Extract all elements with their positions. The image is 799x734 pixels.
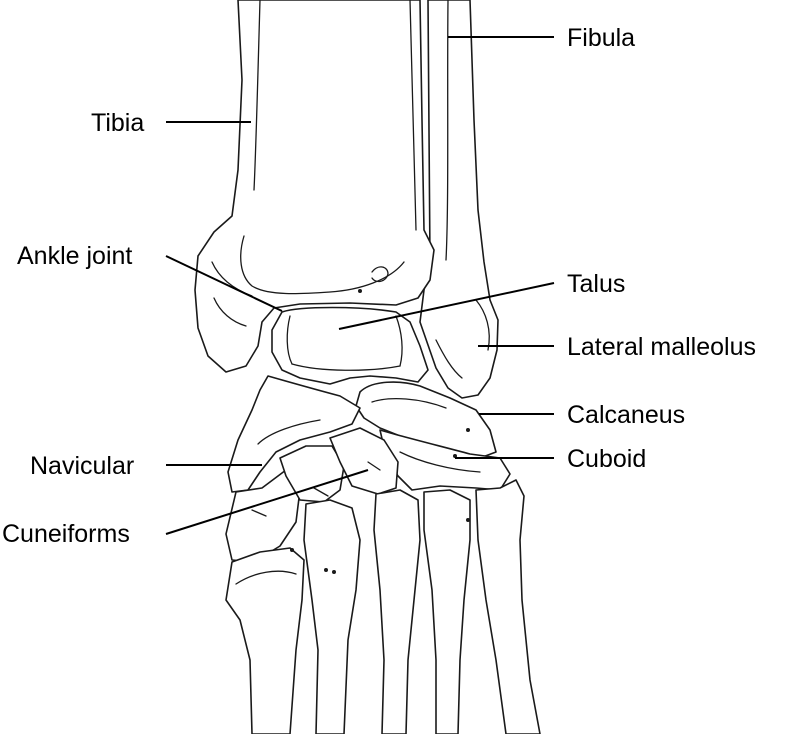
cuboid-bone <box>379 429 511 491</box>
metatarsal-2-dot-a <box>324 568 328 572</box>
talus-leader <box>338 282 555 330</box>
cuneiform-mark-1 <box>251 509 267 517</box>
metatarsal-5-dot <box>466 518 470 522</box>
metatarsal-1-dot <box>290 548 294 552</box>
metatarsal-5 <box>475 479 541 734</box>
metatarsal-3 <box>373 489 421 734</box>
cuneiforms-leader <box>165 469 369 535</box>
label-fibula: Fibula <box>567 24 635 52</box>
navicular-bone <box>227 375 361 493</box>
cuneiform-intermediate <box>279 445 345 503</box>
cuneiform-mark-2 <box>313 487 329 497</box>
metatarsal-2 <box>303 499 361 734</box>
tibia-foramen-dot <box>358 289 362 293</box>
talus-bone <box>271 306 429 385</box>
tibia-bone <box>194 0 435 373</box>
label-navicular: Navicular <box>30 452 134 480</box>
cuneiform-lateral <box>329 427 399 495</box>
label-calcaneus: Calcaneus <box>567 401 685 429</box>
cuneiform-mark-3 <box>367 461 381 471</box>
cuneiform-medial <box>225 469 301 563</box>
metatarsal-2-dot-b <box>332 570 336 574</box>
fibula-bone <box>419 0 499 399</box>
label-cuboid: Cuboid <box>567 445 646 473</box>
label-talus: Talus <box>567 270 625 298</box>
label-cuneiforms: Cuneiforms <box>2 520 130 548</box>
label-tibia: Tibia <box>91 109 144 137</box>
metatarsal-1 <box>225 547 305 734</box>
metatarsal-4 <box>423 489 471 734</box>
label-lateral-malleolus: Lateral malleolus <box>567 333 756 361</box>
label-ankle-joint: Ankle joint <box>17 242 132 270</box>
ankle-joint-leader <box>165 255 283 312</box>
calcaneus-dot <box>466 428 470 432</box>
